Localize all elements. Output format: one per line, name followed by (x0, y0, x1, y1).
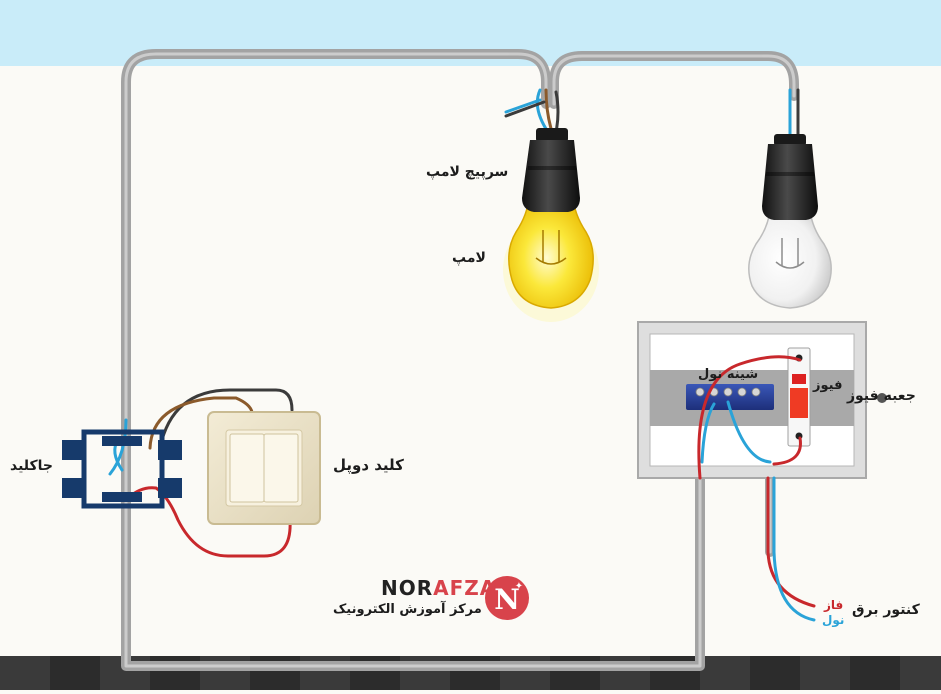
switch-wires (108, 388, 294, 558)
brand-logo: N ✦ (485, 576, 529, 620)
label-neutral: نول (822, 613, 845, 627)
lamp-off (748, 134, 832, 309)
meter-wires (766, 550, 816, 622)
label-double-switch: کلید دوپل (333, 456, 404, 474)
brand-name: NORAFZA (381, 576, 497, 600)
lamp-socket (522, 128, 580, 212)
label-lamp-socket: سرپیچ لامپ (426, 164, 509, 180)
switch-box (62, 429, 182, 509)
brand-subtitle: مرکز آموزش الکترونیک (333, 602, 482, 617)
svg-text:N: N (494, 583, 520, 616)
svg-text:✦: ✦ (515, 581, 523, 592)
double-switch[interactable] (207, 411, 321, 525)
label-neutral-bus: شینه نول (698, 367, 759, 382)
label-fuse-box: جعبه فیوز (847, 388, 916, 404)
label-meter: کنتور برق (852, 602, 920, 618)
label-phase: فاز (824, 598, 844, 612)
fuse-wires (697, 355, 802, 554)
lamp-on (503, 195, 599, 322)
label-lamp: لامپ (452, 250, 486, 266)
label-switch-box: جاکلید (10, 458, 54, 474)
label-fuse: فیوز (813, 378, 843, 393)
lamp2-wires (788, 88, 800, 140)
fuse-box (637, 321, 887, 479)
